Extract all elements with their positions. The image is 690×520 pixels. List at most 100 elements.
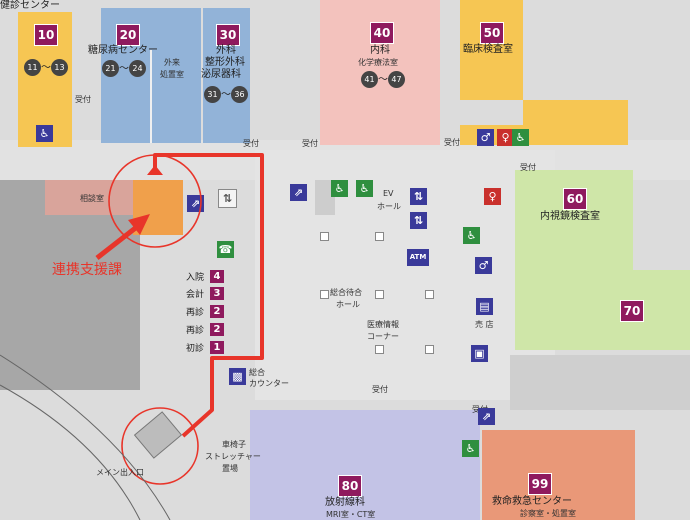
restroom-women-icon: ♀ [497, 129, 514, 146]
area-80-badge: 80 [338, 475, 362, 497]
step-label-2: 会計 [186, 290, 205, 300]
pillar [425, 345, 434, 354]
pillar [320, 290, 329, 299]
waiting-hall-label-2: ホール [336, 300, 360, 309]
area-99-name: 救命救急センター [492, 496, 572, 507]
area-80-sub: MRI室・CT室 [326, 510, 376, 519]
men-restroom-icon-right: ♂ [475, 257, 492, 274]
medinfo-label-1: 医療情報 [367, 320, 399, 329]
area-80-name: 放射線科 [325, 497, 365, 508]
area-30-range-start: 31 [204, 86, 221, 103]
step-label-4: 再診 [186, 326, 205, 336]
restroom-accessible-icon: ♿ [36, 125, 53, 142]
pillar [375, 345, 384, 354]
area-99-badge: 99 [528, 473, 552, 495]
outer-arc [0, 354, 171, 520]
stairs-icon-right: ⇗ [478, 408, 495, 425]
area-40-range: 41〜47 [361, 71, 405, 88]
accessible-icon-lobby: ♿ [356, 180, 373, 197]
wheelchair-area-label-3: 置場 [222, 464, 238, 473]
elevator-icon: ⇅ [218, 189, 237, 208]
wheelchair-area-label-2: ストレッチャー [205, 452, 261, 461]
area-20-sub1: 外来 [164, 58, 180, 67]
shop-icon: ▤ [476, 298, 493, 315]
health-center-label: 健診センター [0, 0, 60, 11]
general-counter-label-1: 総合 [249, 368, 265, 377]
step-badge-5: 1 [210, 341, 224, 354]
atm-icon: ATM [407, 249, 429, 266]
medinfo-label-2: コーナー [367, 332, 399, 341]
reception-label-50: 受付 [444, 138, 460, 147]
ev-hall-label-1: EV [383, 189, 394, 198]
structure-block-stair [315, 180, 335, 215]
step-badge-1: 4 [210, 270, 224, 283]
wheelchair-icon-lobby: ♿ [331, 180, 348, 197]
reception-label-60: 受付 [520, 163, 536, 172]
elevator-icon-ev2: ⇅ [410, 212, 427, 229]
area-10-range-start: 11 [24, 59, 41, 76]
pillar [425, 290, 434, 299]
area-20-range-start: 21 [102, 60, 119, 77]
area-40-badge: 40 [370, 22, 394, 44]
area-30-badge: 30 [216, 24, 240, 46]
area-20-badge: 20 [116, 24, 140, 46]
step-badge-3: 2 [210, 305, 224, 318]
reception-label-20: 受付 [75, 95, 91, 104]
area-30-range: 31〜36 [204, 86, 248, 103]
area-30-range-end: 36 [231, 86, 248, 103]
info-icon: ▣ [471, 345, 488, 362]
step-label-5: 初診 [186, 344, 205, 354]
area-50[interactable] [460, 0, 523, 100]
wheelchair-icon: ♿ [512, 129, 529, 146]
main-entrance-label: メイン出入口 [96, 468, 144, 477]
route-arrowhead [147, 165, 163, 175]
restroom-men-icon: ♂ [477, 129, 494, 146]
area-20-range: 21〜24 [102, 60, 146, 77]
step-label-3: 再診 [186, 308, 205, 318]
reception-label-30: 受付 [243, 139, 259, 148]
waiting-hall-label-1: 総合待合 [330, 288, 362, 297]
area-60-name: 内視鏡検査室 [540, 211, 600, 222]
area-50-extension [523, 100, 628, 145]
area-20-sub2: 処置室 [160, 70, 184, 79]
general-counter-label-2: カウンター [249, 379, 289, 388]
step-badge-2: 3 [210, 287, 224, 300]
consult-room[interactable] [45, 180, 133, 215]
area-20-divider [150, 50, 152, 143]
structure-block-right-lower [510, 355, 690, 410]
shop-label: 売 店 [475, 320, 494, 329]
outer-arc-2 [0, 384, 141, 520]
area-10-range: 11〜13 [24, 59, 68, 76]
area-60-badge: 60 [563, 188, 587, 210]
area-30-name3: 泌尿器科 [201, 69, 241, 80]
area-10-range-end: 13 [51, 59, 68, 76]
route-line [153, 153, 264, 438]
pillar [375, 290, 384, 299]
women-restroom-icon-right: ♀ [484, 188, 501, 205]
entrance-circle [121, 407, 199, 485]
elevator-icon-ev1: ⇅ [410, 188, 427, 205]
stairs-icon-lobby: ⇗ [290, 184, 307, 201]
ev-hall-label-2: ホール [377, 202, 401, 211]
step-badge-4: 2 [210, 323, 224, 336]
wheelchair-icon-99: ♿ [462, 440, 479, 457]
area-40-range-end: 47 [388, 71, 405, 88]
callout-label: 連携支援課 [52, 262, 122, 278]
area-99-sub: 診察室・処置室 [520, 509, 576, 518]
wheelchair-area-label-1: 車椅子 [222, 440, 246, 449]
pillar [320, 232, 329, 241]
pillar [375, 232, 384, 241]
area-40-sub: 化学療法室 [358, 58, 398, 67]
area-20-range-end: 24 [129, 60, 146, 77]
area-20-name: 糖尿病センター [88, 45, 158, 56]
reception-label-40: 受付 [302, 139, 318, 148]
consult-room-label: 相談室 [80, 194, 104, 203]
area-99[interactable] [482, 430, 635, 520]
area-70-badge: 70 [620, 300, 644, 322]
area-50-badge: 50 [480, 22, 504, 44]
area-80[interactable] [250, 410, 480, 520]
area-30-name2: 整形外科 [205, 57, 245, 68]
area-10-badge: 10 [34, 24, 58, 46]
